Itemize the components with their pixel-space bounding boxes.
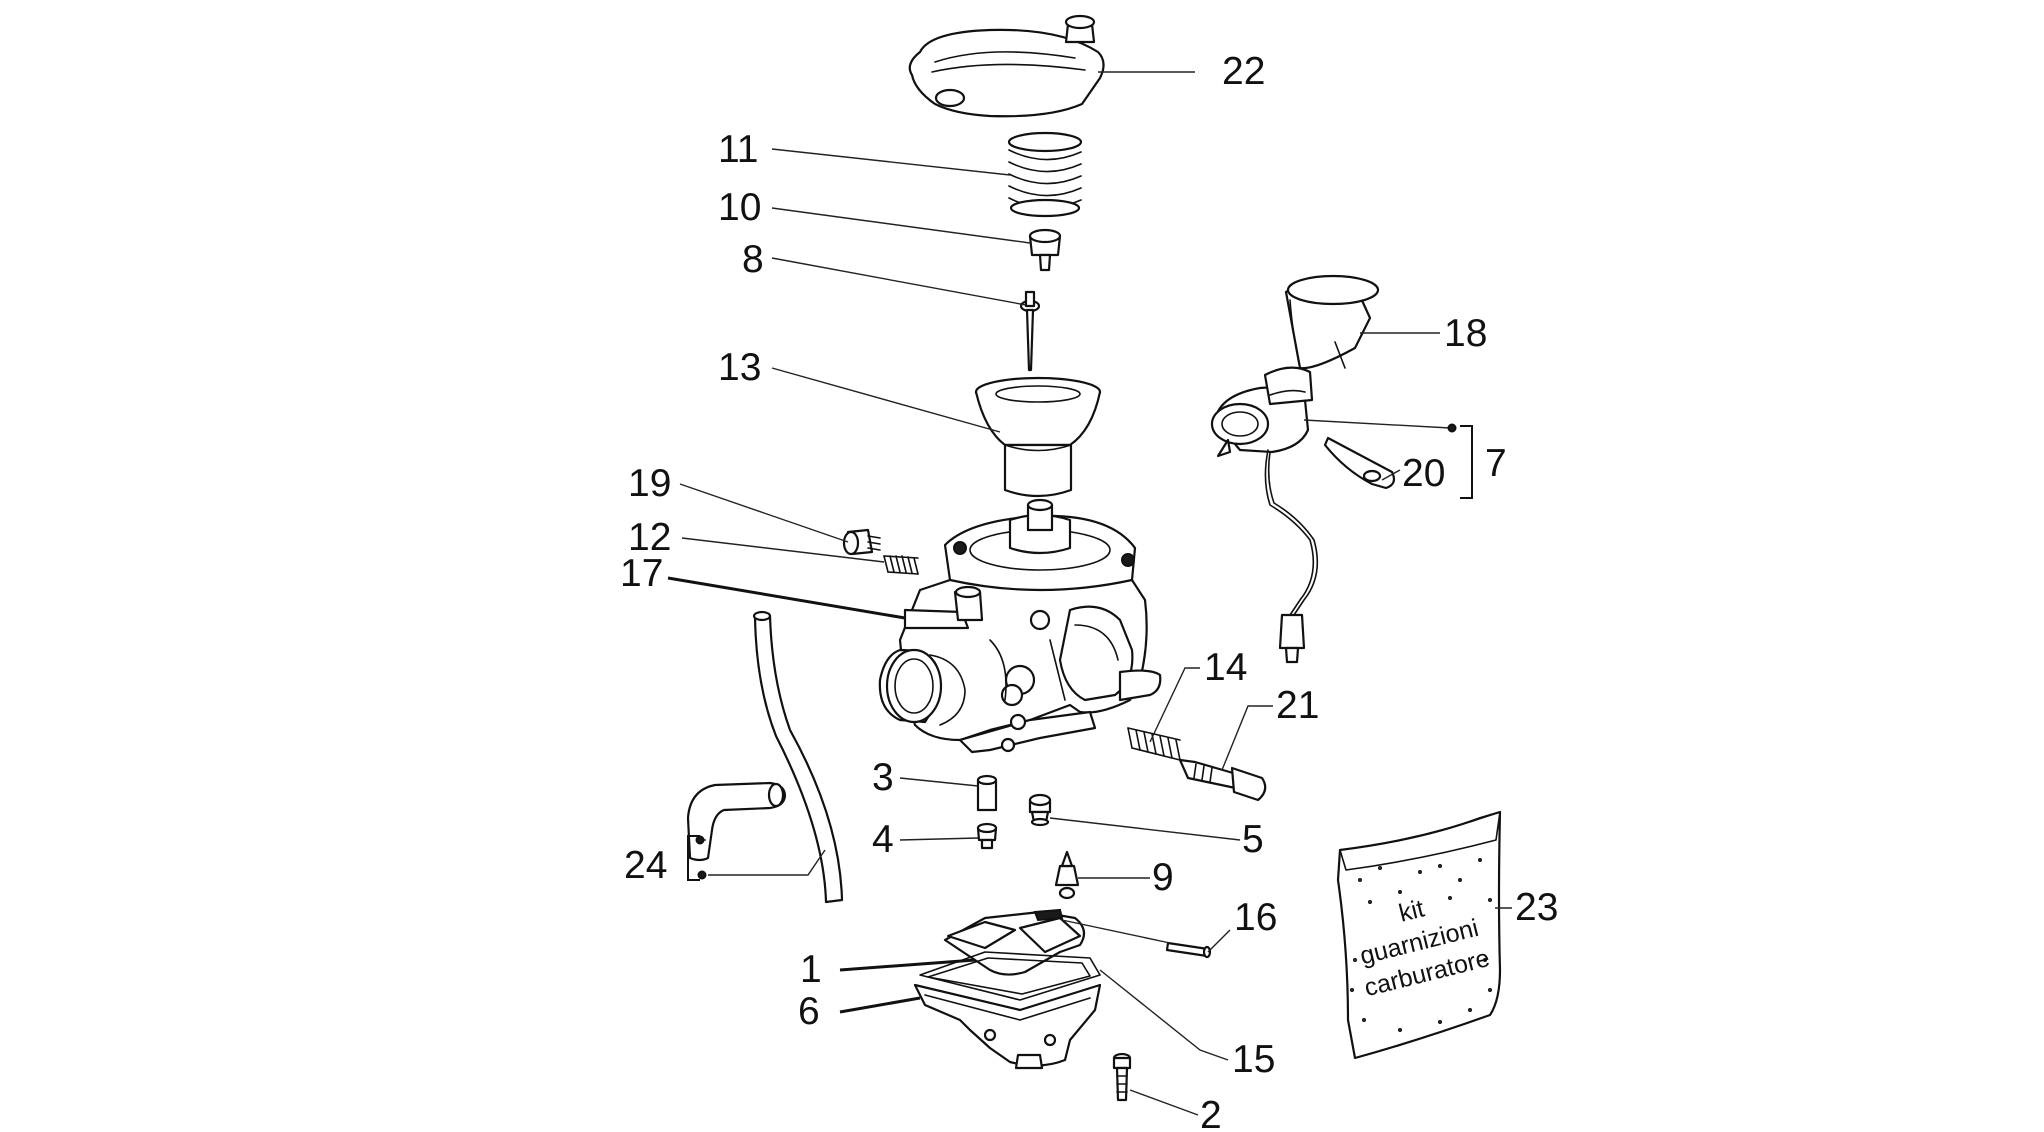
callout-13: 13	[718, 346, 761, 389]
callout-3: 3	[872, 756, 894, 799]
callout-5: 5	[1242, 818, 1264, 861]
leader-24b	[708, 849, 826, 876]
callout-6: 6	[798, 990, 820, 1033]
part-18-choke-cover	[1284, 274, 1380, 370]
part-5-idle-jet	[1028, 793, 1052, 827]
callout-10: 10	[718, 186, 761, 229]
part-9-float-needle	[1054, 850, 1080, 900]
leader-2	[1129, 1089, 1199, 1116]
leader-11	[771, 148, 1011, 176]
part-4-main-jet	[976, 822, 998, 850]
callout-9: 9	[1152, 856, 1174, 899]
leader-16a	[1061, 919, 1171, 944]
callout-labels: 22 11 10 8 13 18 7 20 19 12 17 14 21 3 4…	[620, 50, 1558, 1132]
callout-7: 7	[1485, 442, 1507, 485]
leader-1	[839, 958, 976, 972]
leader-5	[1049, 817, 1241, 841]
bracket-24	[687, 835, 707, 881]
callout-8: 8	[742, 238, 764, 281]
leader-4	[899, 837, 979, 841]
part-2-screw	[1112, 1052, 1132, 1102]
part-24-elbow-hose	[686, 781, 787, 862]
leader-16	[1207, 929, 1231, 953]
part-16-float-pin	[1165, 941, 1212, 959]
part-3-main-jet-holder	[976, 774, 998, 812]
part-13-throttle-slide	[974, 376, 1102, 498]
part-1-float	[943, 908, 1086, 976]
callout-15: 15	[1232, 1038, 1275, 1081]
callout-22: 22	[1222, 50, 1265, 93]
part-22-carburetor-cover	[908, 14, 1105, 118]
leader-21	[1221, 705, 1273, 771]
leader-lines	[667, 71, 1512, 1116]
part-10-needle-retainer	[1028, 228, 1062, 272]
leader-15	[1099, 969, 1229, 1061]
callout-4: 4	[872, 818, 894, 861]
leader-7	[1303, 419, 1451, 429]
part-24-vent-tube	[752, 610, 844, 904]
callout-14: 14	[1204, 646, 1247, 689]
callout-16: 16	[1234, 896, 1277, 939]
callout-11: 11	[718, 128, 759, 171]
callout-21: 21	[1276, 684, 1319, 727]
part-7-electric-choke	[1210, 366, 1319, 664]
leader-6	[839, 996, 921, 1014]
callout-20: 20	[1402, 452, 1445, 495]
part-15-bowl-gasket	[919, 951, 1101, 1001]
leader-14	[1149, 667, 1200, 743]
part-19-idle-screw	[842, 528, 881, 556]
leader-8	[771, 257, 1027, 306]
callout-2: 2	[1200, 1094, 1222, 1132]
callout-18: 18	[1444, 312, 1487, 355]
part-12-idle-spring	[883, 555, 919, 575]
leader-3	[899, 777, 979, 787]
callout-12: 12	[628, 516, 671, 559]
leader-19	[679, 483, 849, 543]
part-6-float-bowl	[913, 983, 1102, 1070]
leader-10	[771, 207, 1031, 244]
bracket-7	[1447, 423, 1473, 499]
callout-23: 23	[1515, 886, 1558, 929]
callout-17: 17	[620, 552, 663, 595]
part-8-needle	[1019, 290, 1041, 372]
leader-12	[681, 537, 885, 563]
carburetor-body	[878, 498, 1162, 754]
part-20-retaining-clip	[1323, 436, 1396, 490]
leader-13	[771, 367, 1001, 433]
part-21-mixture-screw	[1178, 758, 1267, 802]
part-23-gasket-kit-bag: kit guarnizioni carburatore	[1336, 810, 1502, 1060]
callout-24: 24	[624, 844, 667, 887]
callout-19: 19	[628, 462, 671, 505]
callout-1: 1	[800, 948, 822, 991]
leader-20	[1381, 469, 1401, 481]
leader-17	[667, 576, 906, 620]
part-11-spring	[1007, 131, 1083, 218]
